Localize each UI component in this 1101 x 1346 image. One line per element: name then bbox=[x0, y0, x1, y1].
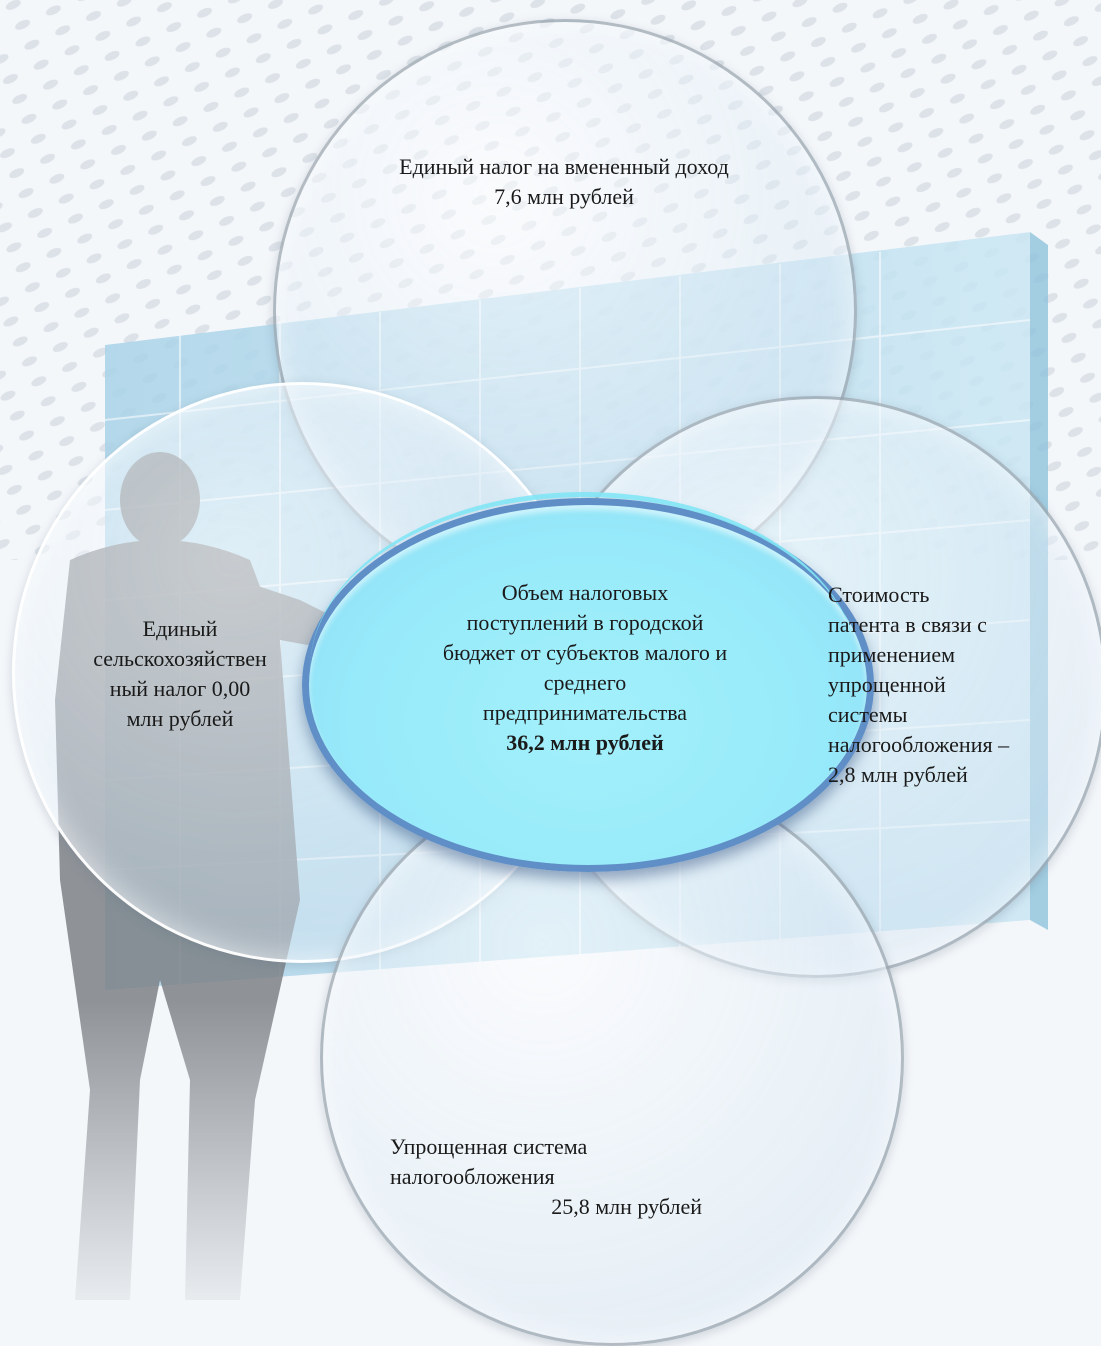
center-line-2: поступлений в городской bbox=[466, 610, 704, 635]
bottom-line-3: 25,8 млн рублей bbox=[551, 1194, 702, 1219]
center-text: Объем налоговых поступлений в городской … bbox=[385, 578, 785, 758]
center-ellipse bbox=[302, 498, 874, 872]
left-line-1: Единый bbox=[142, 616, 218, 641]
center-line-1: Объем налоговых bbox=[501, 580, 669, 605]
bottom-circle-text: Упрощенная система налогообложения 25,8 … bbox=[390, 1132, 720, 1222]
center-line-5: предпринимательства bbox=[482, 700, 688, 725]
top-line-1: Единый налог на вмененный доход bbox=[399, 154, 729, 179]
right-line-7: 2,8 млн рублей bbox=[828, 762, 968, 787]
center-total: 36,2 млн рублей bbox=[506, 730, 664, 755]
center-line-4: среднего bbox=[543, 670, 627, 695]
right-line-3: применением bbox=[828, 642, 956, 667]
bottom-line-1: Упрощенная система bbox=[390, 1134, 588, 1159]
center-line-3: бюджет от субъектов малого и bbox=[442, 640, 728, 665]
bottom-line-2: налогообложения bbox=[390, 1164, 555, 1189]
right-line-6: налогообложения – bbox=[828, 732, 1010, 757]
right-circle-text: Стоимость патента в связи с применением … bbox=[828, 580, 1068, 790]
right-line-1: Стоимость bbox=[828, 582, 930, 607]
left-circle-text: Единый сельскохозяйствен ный налог 0,00 … bbox=[55, 614, 305, 734]
left-line-2: сельскохозяйствен bbox=[93, 646, 267, 671]
left-line-3: ный налог 0,00 bbox=[109, 676, 251, 701]
right-line-4: упрощенной bbox=[828, 672, 946, 697]
right-line-2: патента в связи с bbox=[828, 612, 987, 637]
left-line-4: млн рублей bbox=[126, 706, 234, 731]
top-circle-text: Единый налог на вмененный доход 7,6 млн … bbox=[330, 152, 798, 212]
top-line-2: 7,6 млн рублей bbox=[494, 184, 634, 209]
right-line-5: системы bbox=[828, 702, 908, 727]
